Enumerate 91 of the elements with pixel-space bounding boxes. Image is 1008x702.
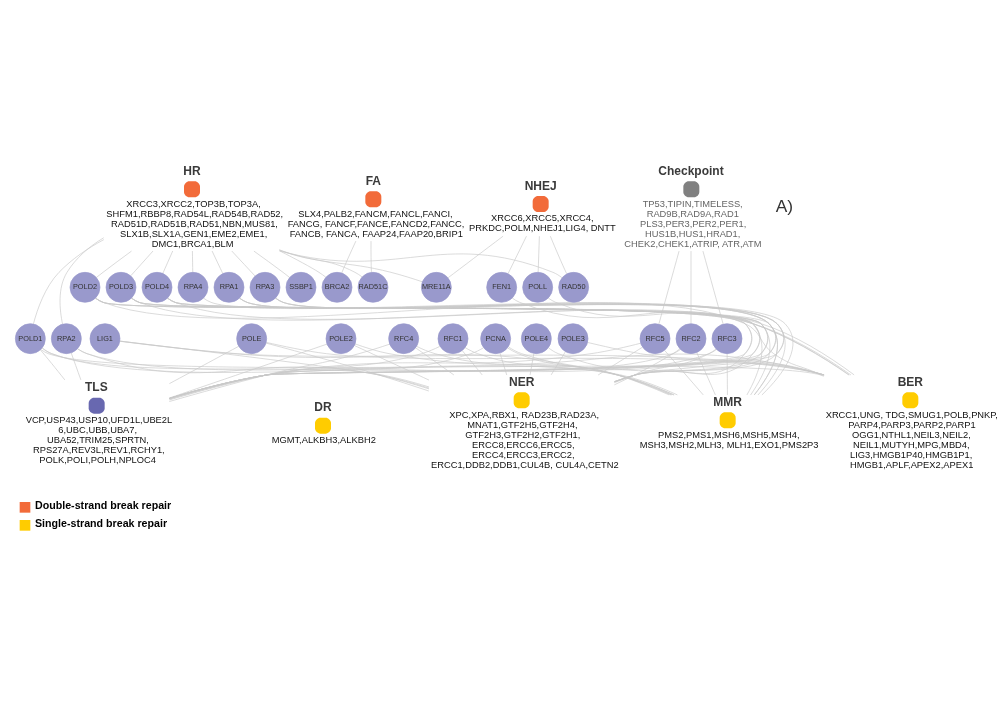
- legend-label: Double-strand break repair: [35, 499, 172, 512]
- connector: [415, 347, 455, 376]
- node-circle: LIG1: [89, 323, 121, 354]
- connector: [550, 235, 568, 275]
- connector: [162, 250, 174, 274]
- connector: [59, 237, 105, 325]
- node-label: XRCC6,XRCC5,XRCC4, PRKDC,POLM,NHEJ1,LIG4, DNTT: [469, 213, 616, 234]
- node-circle: POLE: [236, 323, 267, 354]
- node-label: VCP,USP43,USP10,UFD1L,UBE2L 6,UBC,UBB,UBA7, UBA52,TRIM25,SPRTN, RPS27A,REV3L,REV1,RCHY1, POLK,POLI,POLH,NPLOC4: [25, 415, 173, 466]
- connector: [96, 250, 132, 278]
- connector: [211, 250, 224, 274]
- node-label: TP53,TIPIN,TIMELESS, RAD9B,RAD9A,RAD1 PLS3,PER3,PER2,PER1, HUS1B,HUS1,HRAD1, CHEK2,CHEK1,ATRIP, ATR,ATM: [624, 198, 762, 249]
- node-circle: POLE4: [521, 323, 552, 354]
- connector: [231, 250, 256, 277]
- node-circle: POLD3: [105, 272, 137, 303]
- node-circle: RFC4: [388, 323, 419, 354]
- node-label: DR: [314, 400, 332, 415]
- connector: [279, 249, 423, 283]
- node-circle: POLL: [522, 272, 553, 303]
- node-circle: MRE11A: [421, 272, 452, 303]
- connector: [279, 250, 563, 279]
- node-circle: SSBP1: [285, 272, 317, 303]
- connector: [70, 352, 82, 381]
- node-circle: POLD4: [141, 272, 173, 303]
- node-circle: POLE3: [557, 323, 589, 354]
- node-label: NER: [509, 374, 535, 389]
- connector: [119, 340, 675, 396]
- legend-label: Single-strand break repair: [35, 517, 168, 530]
- connector: [169, 343, 390, 402]
- node-circle: POLE2: [325, 323, 357, 354]
- connector: [192, 250, 194, 273]
- connector: [130, 250, 154, 277]
- connector: [33, 239, 105, 325]
- node-label: HR: [183, 163, 201, 178]
- node-label: XRCC3,XRCC2,TOP3B,TOP3A, SHFM1,RBBP8,RAD54L,RAD54B,RAD52, RAD51D,RAD51B,RAD51,NBN,MUS81, SLX1B,SLX1A,GEN1,EME2,EME1, DMC1,BRCA1,BLM: [106, 198, 284, 249]
- connector: [169, 343, 328, 399]
- connector: [169, 346, 441, 401]
- node-circle: RPA4: [177, 272, 209, 303]
- node-circle: RFC5: [639, 323, 671, 354]
- node-label: MMR: [713, 394, 743, 409]
- node-label: Checkpoint: [658, 163, 724, 178]
- connector: [341, 240, 357, 274]
- node-circle: POLD2: [69, 272, 101, 303]
- connector: [265, 342, 430, 392]
- connector: [696, 352, 716, 396]
- connector: [253, 250, 290, 278]
- node-circle: RFC1: [437, 323, 469, 354]
- connector: [702, 250, 724, 325]
- node-label: SLX4,PALB2,FANCM,FANCL,FANCI, FANCG, FANCF,FANCE,FANCD2,FANCC, FANCB, FANCA, FAAP24,FAAP20,BRIP1: [287, 208, 465, 239]
- connector: [40, 349, 824, 377]
- connector: [279, 250, 327, 278]
- connector: [169, 342, 641, 400]
- connector: [529, 353, 535, 376]
- node-circle: RFC3: [711, 323, 743, 354]
- connector: [461, 350, 483, 376]
- node-circle: POLD1: [15, 323, 46, 354]
- node-label: FA: [365, 173, 382, 188]
- connector: [40, 349, 66, 381]
- node-circle: RPA2: [51, 323, 82, 354]
- node-label: NHEJ: [524, 178, 557, 193]
- connector: [614, 348, 681, 386]
- connector: [507, 235, 527, 274]
- node-label: BER: [897, 374, 924, 389]
- node-circle: PCNA: [480, 323, 511, 354]
- connector: [499, 352, 508, 376]
- node-label: PMS2,PMS1,MSH6,MSH5,MSH4, MSH3,MSH2,MLH3, MLH1,EXO1,PMS2P3: [639, 429, 819, 450]
- node-label: XRCC1,UNG, TDG,SMUG1,POLB,PNKP, PARP4,PARP3,PARP2,PARP1 OGG1,NTHL1,NEIL3,NEIL2, NEIL1,MUTYH,MPG,MBD4, LIG3,HMGB1P40,HMGB1P1, HMGB1,APLF,APEX2,APEX1: [825, 409, 998, 470]
- node-circle: BRCA2: [321, 272, 353, 303]
- connector: [550, 351, 566, 376]
- node-label: MGMT,ALKBH3,ALKBH2: [271, 435, 376, 446]
- connector: [664, 350, 704, 396]
- node-circle: RPA1: [213, 272, 245, 303]
- connector: [507, 347, 670, 396]
- node-circle: RAD50: [558, 272, 589, 303]
- node-circle: RFC2: [675, 323, 707, 354]
- connector: [614, 348, 717, 383]
- node-circle: FEN1: [486, 272, 517, 303]
- connector: [279, 249, 363, 278]
- connector: [169, 347, 484, 400]
- connector: [169, 346, 240, 384]
- connector: [354, 345, 430, 381]
- node-circle: RPA3: [249, 272, 281, 303]
- node-label: XPC,XPA,RBX1, RAD23B,RAD23A, MNAT1,GTF2H5,GTF2H4, GTF2H3,GTF2H2,GTF2H1, ERCC8,ERCC6,ERCC5, ERCC4,ERCC3,ERCC2, ERCC1,DDB2,DDB1,CUL4B, CUL4A,CETN2: [431, 409, 619, 470]
- node-circle: RAD51C: [357, 272, 389, 303]
- label: A): [775, 195, 793, 216]
- node-label: TLS: [85, 380, 108, 395]
- connector: [447, 235, 504, 279]
- connector: [658, 250, 680, 325]
- connector: [416, 346, 673, 396]
- connector: [597, 346, 643, 376]
- connector: [464, 347, 672, 396]
